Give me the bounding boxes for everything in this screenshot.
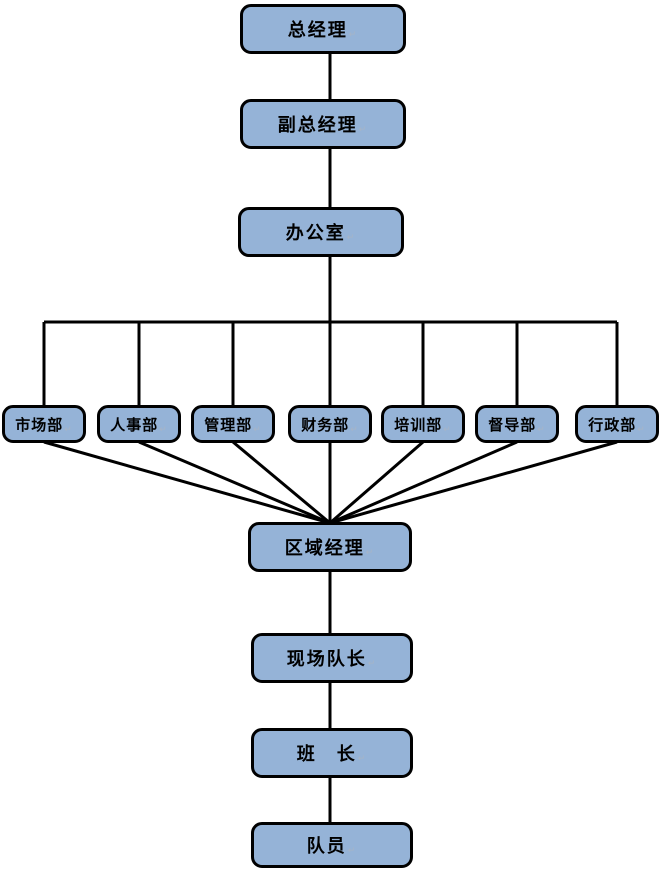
paragraph-return-mark: ↵ — [357, 752, 368, 763]
node-label: 办公室 — [285, 223, 346, 243]
node-dept-hr: 人事部↵ — [97, 405, 181, 443]
node-regional-manager: 区域经理↵ — [248, 522, 412, 572]
node-site-captain: 现场队长↵ — [251, 633, 413, 683]
node-label: 管理部 — [204, 416, 253, 434]
node-label: 总经理 — [287, 20, 348, 40]
diag-dept-3 — [232, 440, 331, 525]
paragraph-return-mark: ↵ — [367, 657, 378, 668]
diag-dept-7 — [329, 440, 618, 525]
node-label: 督导部 — [488, 416, 537, 434]
paragraph-return-mark: ↵ — [537, 423, 546, 434]
node-label: 培训部 — [394, 416, 443, 434]
node-label: 队员 — [306, 836, 347, 856]
node-label: 区域经理 — [284, 538, 365, 558]
node-dept-management: 管理部↵ — [191, 405, 275, 443]
node-dept-marketing: 市场部↵ — [2, 405, 86, 443]
diag-dept-1 — [43, 440, 331, 525]
node-label: 现场队长 — [286, 649, 367, 669]
node-squad-leader: 班 长↵ — [251, 728, 413, 778]
paragraph-return-mark: ↵ — [358, 123, 369, 134]
diag-dept-6 — [329, 440, 518, 525]
node-label: 市场部 — [15, 416, 64, 434]
paragraph-return-mark: ↵ — [253, 423, 262, 434]
node-team-member: 队员↵ — [251, 822, 413, 868]
paragraph-return-mark: ↵ — [347, 844, 358, 855]
node-office: 办公室↵ — [238, 207, 404, 257]
diag-dept-2 — [138, 440, 331, 525]
paragraph-return-mark: ↵ — [159, 423, 168, 434]
node-dept-training: 培训部↵ — [381, 405, 465, 443]
node-dept-supervision: 督导部↵ — [475, 405, 559, 443]
paragraph-return-mark: ↵ — [350, 423, 359, 434]
paragraph-return-mark: ↵ — [346, 231, 357, 242]
paragraph-return-mark: ↵ — [348, 28, 359, 39]
node-dept-finance: 财务部↵ — [288, 405, 372, 443]
node-dept-administration: 行政部↵ — [575, 405, 659, 443]
node-label: 行政部 — [588, 416, 637, 434]
node-label: 副总经理 — [277, 115, 358, 135]
paragraph-return-mark: ↵ — [443, 423, 452, 434]
paragraph-return-mark: ↵ — [365, 546, 376, 557]
node-label: 财务部 — [301, 416, 350, 434]
node-label: 班 长 — [296, 744, 357, 764]
paragraph-return-mark: ↵ — [637, 423, 646, 434]
diag-dept-5 — [329, 440, 424, 525]
node-label: 人事部 — [110, 416, 159, 434]
paragraph-return-mark: ↵ — [64, 423, 73, 434]
node-general-manager: 总经理↵ — [240, 4, 406, 54]
node-deputy-general-manager: 副总经理↵ — [240, 99, 406, 149]
